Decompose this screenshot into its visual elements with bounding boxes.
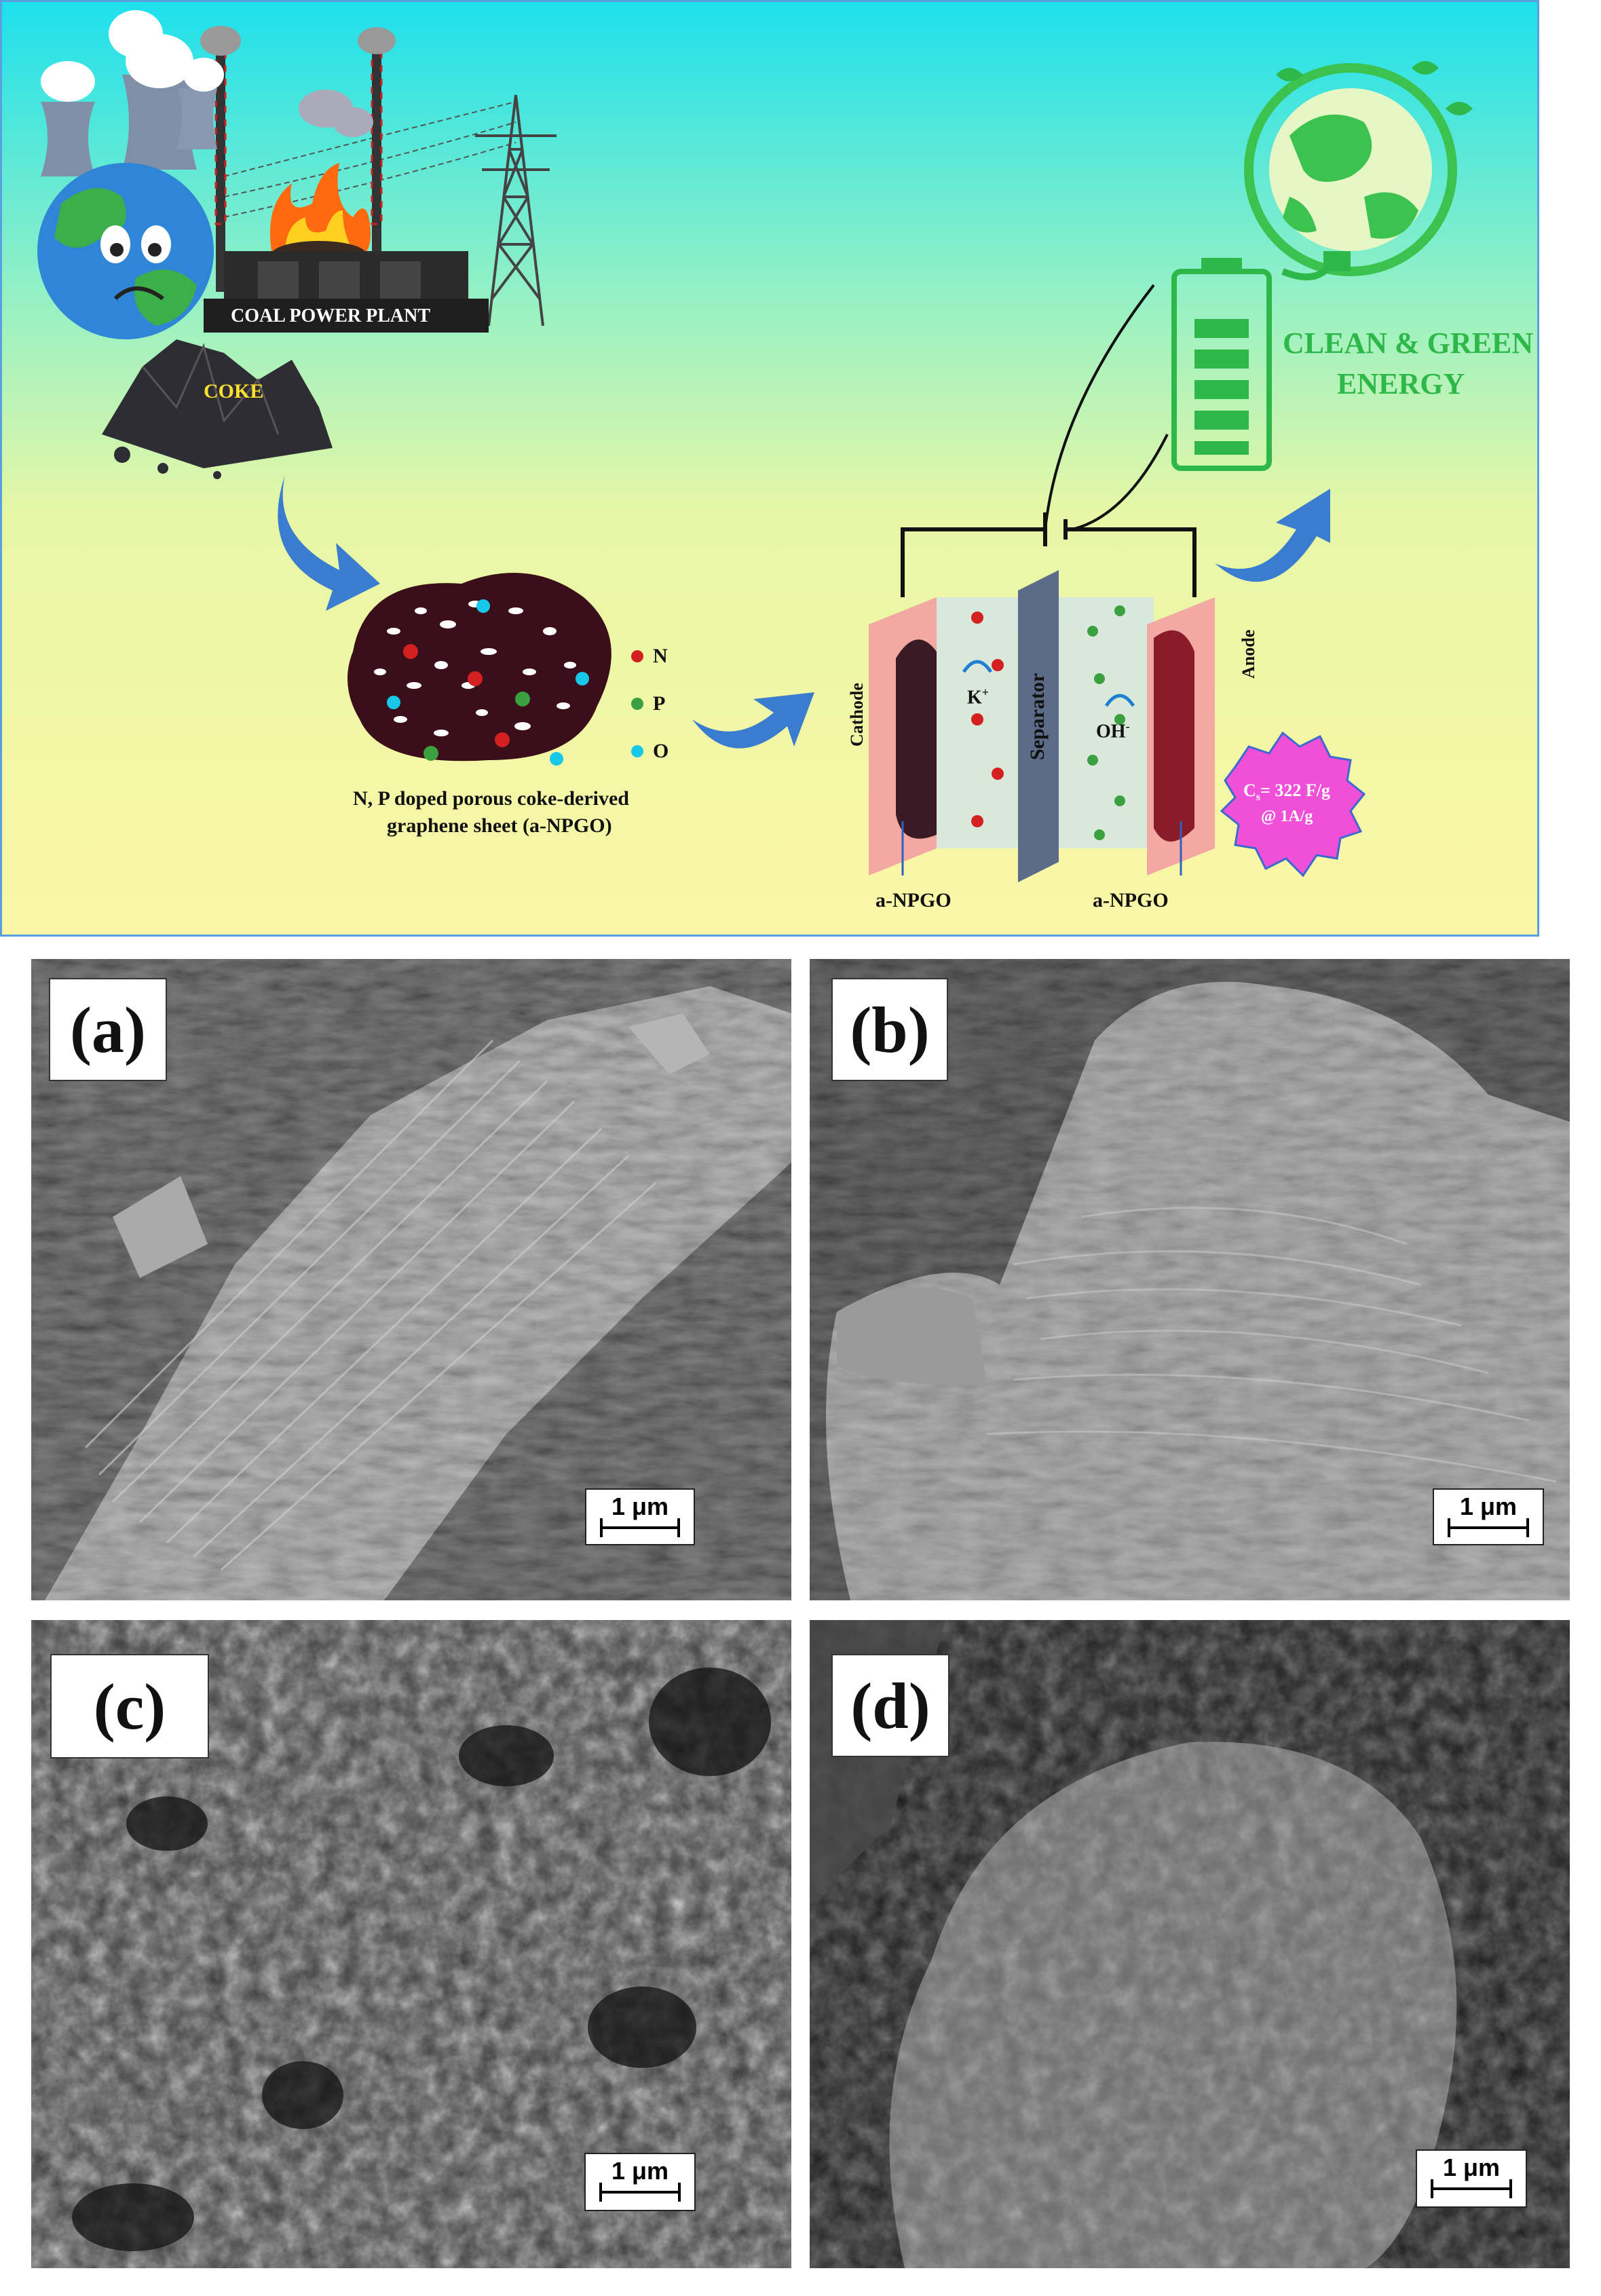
coke-pile-icon	[102, 339, 333, 479]
scale-bar-c-label: 1 μm	[611, 2157, 669, 2185]
capacitance-line1: Cs= 322 F/g	[1243, 780, 1330, 804]
clean-energy-line1: CLEAN & GREEN	[1283, 326, 1534, 360]
green-globe-icon	[1244, 61, 1473, 280]
panel-label-c: (c)	[50, 1654, 209, 1758]
graphene-caption-line1: N, P doped porous coke-derived	[353, 787, 629, 810]
scale-bar-a-line	[600, 1518, 680, 1537]
sem-panel-b: (b) 1 μm	[810, 959, 1570, 1600]
graphene-caption-line2: graphene sheet (a-NPGO)	[387, 814, 612, 837]
transmission-tower-icon	[475, 94, 557, 326]
scale-bar-a-label: 1 μm	[611, 1492, 669, 1520]
anion-symbol: OH	[1096, 721, 1126, 742]
electrode-right-label: a-NPGO	[1093, 889, 1169, 911]
anode-label: Anode	[1239, 629, 1258, 679]
sem-panel-c: (c) 1 μm	[31, 1620, 791, 2268]
cation-charge: +	[981, 685, 990, 699]
cooling-tower-icon	[41, 10, 224, 176]
abstract-illustration	[37, 10, 1473, 882]
scale-bar-b-label: 1 μm	[1459, 1492, 1518, 1520]
coke-label: COKE	[204, 380, 264, 402]
cation-label: K+	[967, 685, 989, 709]
nitrogen-legend-dot	[631, 650, 643, 662]
graphene-sheet-icon	[347, 573, 611, 766]
sad-earth-icon	[37, 163, 214, 339]
smokestack-icon	[200, 26, 396, 292]
capacitance-symbol: C	[1243, 780, 1256, 800]
supercapacitor-device	[869, 284, 1215, 882]
sem-panel-d: (d) 1 μm	[810, 1620, 1570, 2268]
legend-label-p: P	[653, 692, 666, 715]
capacitance-line2: @ 1A/g	[1261, 808, 1313, 825]
panel-label-b: (b)	[831, 978, 948, 1081]
clean-energy-line2: ENERGY	[1337, 367, 1465, 400]
phosphorus-legend-dot	[631, 698, 643, 710]
scale-bar-d-line	[1431, 2179, 1512, 2198]
sem-panel-a: (a) 1 μm	[31, 959, 791, 1600]
scale-bar-b: 1 μm	[1433, 1488, 1544, 1545]
scale-bar-a: 1 μm	[585, 1488, 695, 1545]
scale-bar-d-label: 1 μm	[1442, 2153, 1501, 2181]
capacitance-value: = 322 F/g	[1260, 780, 1330, 800]
coal-plant-label: COAL POWER PLANT	[231, 305, 431, 326]
cathode-label: Cathode	[847, 683, 867, 747]
scale-bar-b-line	[1448, 1518, 1529, 1537]
scale-bar-c-line	[599, 2183, 681, 2202]
electrode-left-label: a-NPGO	[875, 889, 952, 911]
anion-label: OH-	[1096, 719, 1130, 742]
legend-label-o: O	[653, 740, 669, 762]
scale-bar-c: 1 μm	[584, 2153, 696, 2211]
capacitance-starburst	[1220, 731, 1366, 878]
graphical-abstract: COAL POWER PLANT COKE N P O N, P doped p…	[0, 0, 1539, 937]
panel-label-a: (a)	[49, 978, 167, 1081]
legend-label-n: N	[653, 645, 668, 667]
coal-power-plant-icon	[204, 251, 489, 333]
cation-symbol: K	[967, 687, 982, 709]
capacitance-sub: s	[1256, 791, 1261, 804]
oxygen-legend-dot	[631, 745, 643, 757]
panel-label-d: (d)	[831, 1654, 949, 1757]
anion-charge: -	[1125, 719, 1130, 733]
process-arrow-icon	[278, 475, 1330, 749]
separator-label: Separator	[1026, 673, 1049, 760]
battery-icon	[1171, 258, 1272, 471]
scale-bar-d: 1 μm	[1416, 2149, 1527, 2208]
